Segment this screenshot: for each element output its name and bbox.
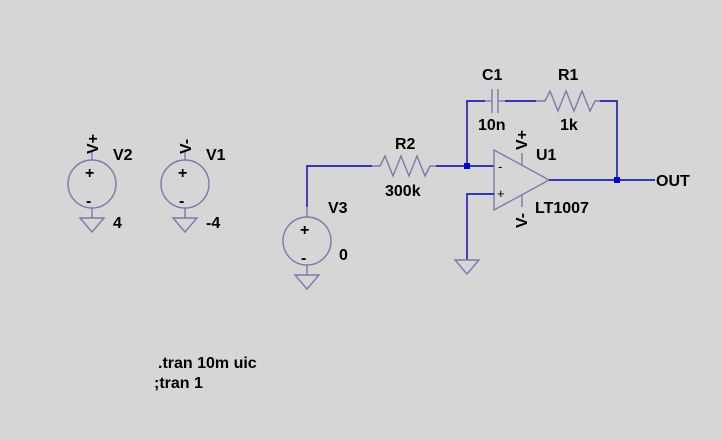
opamp-minus-input-sign: - [498, 159, 502, 174]
ground-symbol-opamp [453, 259, 481, 276]
r2-name: R2 [395, 136, 416, 153]
spice-comment-tran[interactable]: ;tran 1 [154, 375, 203, 392]
v2-plus-sign: + [85, 165, 94, 182]
wire-feedback-right[interactable] [600, 100, 618, 180]
wire-feedback-left[interactable] [466, 100, 485, 166]
ground-symbol-v1 [171, 217, 199, 234]
resistor-r2[interactable] [372, 154, 436, 178]
opamp-plus-input-sign: + [497, 186, 505, 201]
v2-net-label: V+ [85, 134, 102, 154]
v2-name: V2 [113, 147, 133, 164]
c1-name: C1 [482, 67, 503, 84]
opamp-u1[interactable]: - + V+ V- [493, 130, 551, 228]
ground-symbol-v2 [78, 217, 106, 234]
v2-minus-sign: - [86, 193, 91, 210]
v1-name: V1 [206, 147, 226, 164]
r1-name: R1 [558, 67, 579, 84]
v3-plus-sign: + [300, 222, 309, 239]
v1-net-label: V- [178, 139, 195, 154]
v3-minus-sign: - [301, 250, 306, 267]
v1-value: -4 [206, 215, 220, 232]
wire-v3-to-r2[interactable] [306, 165, 372, 207]
capacitor-c1[interactable] [485, 89, 505, 113]
c1-value: 10n [478, 117, 506, 134]
voltage-source-v3[interactable]: + - [282, 207, 332, 275]
resistor-r1[interactable] [536, 89, 600, 113]
opamp-pos-supply-label: V+ [514, 130, 531, 150]
junction-inverting-node [464, 163, 470, 169]
voltage-source-v2[interactable]: + - [67, 150, 117, 218]
ground-symbol-v3 [293, 274, 321, 291]
r1-value: 1k [560, 117, 578, 134]
v2-value: 4 [113, 215, 122, 232]
v3-value: 0 [339, 247, 348, 264]
voltage-source-v1[interactable]: + - [160, 150, 210, 218]
net-label-out: OUT [656, 173, 690, 190]
u1-model: LT1007 [535, 200, 589, 217]
v3-name: V3 [328, 200, 348, 217]
spice-directive-tran[interactable]: .tran 10m uic [158, 355, 257, 372]
v1-minus-sign: - [179, 193, 184, 210]
u1-name: U1 [536, 147, 557, 164]
junction-output-node [614, 177, 620, 183]
r2-value: 300k [385, 183, 421, 200]
wire-noninverting-to-ground[interactable] [466, 193, 494, 260]
v1-plus-sign: + [178, 165, 187, 182]
opamp-neg-supply-label: V- [514, 213, 531, 228]
